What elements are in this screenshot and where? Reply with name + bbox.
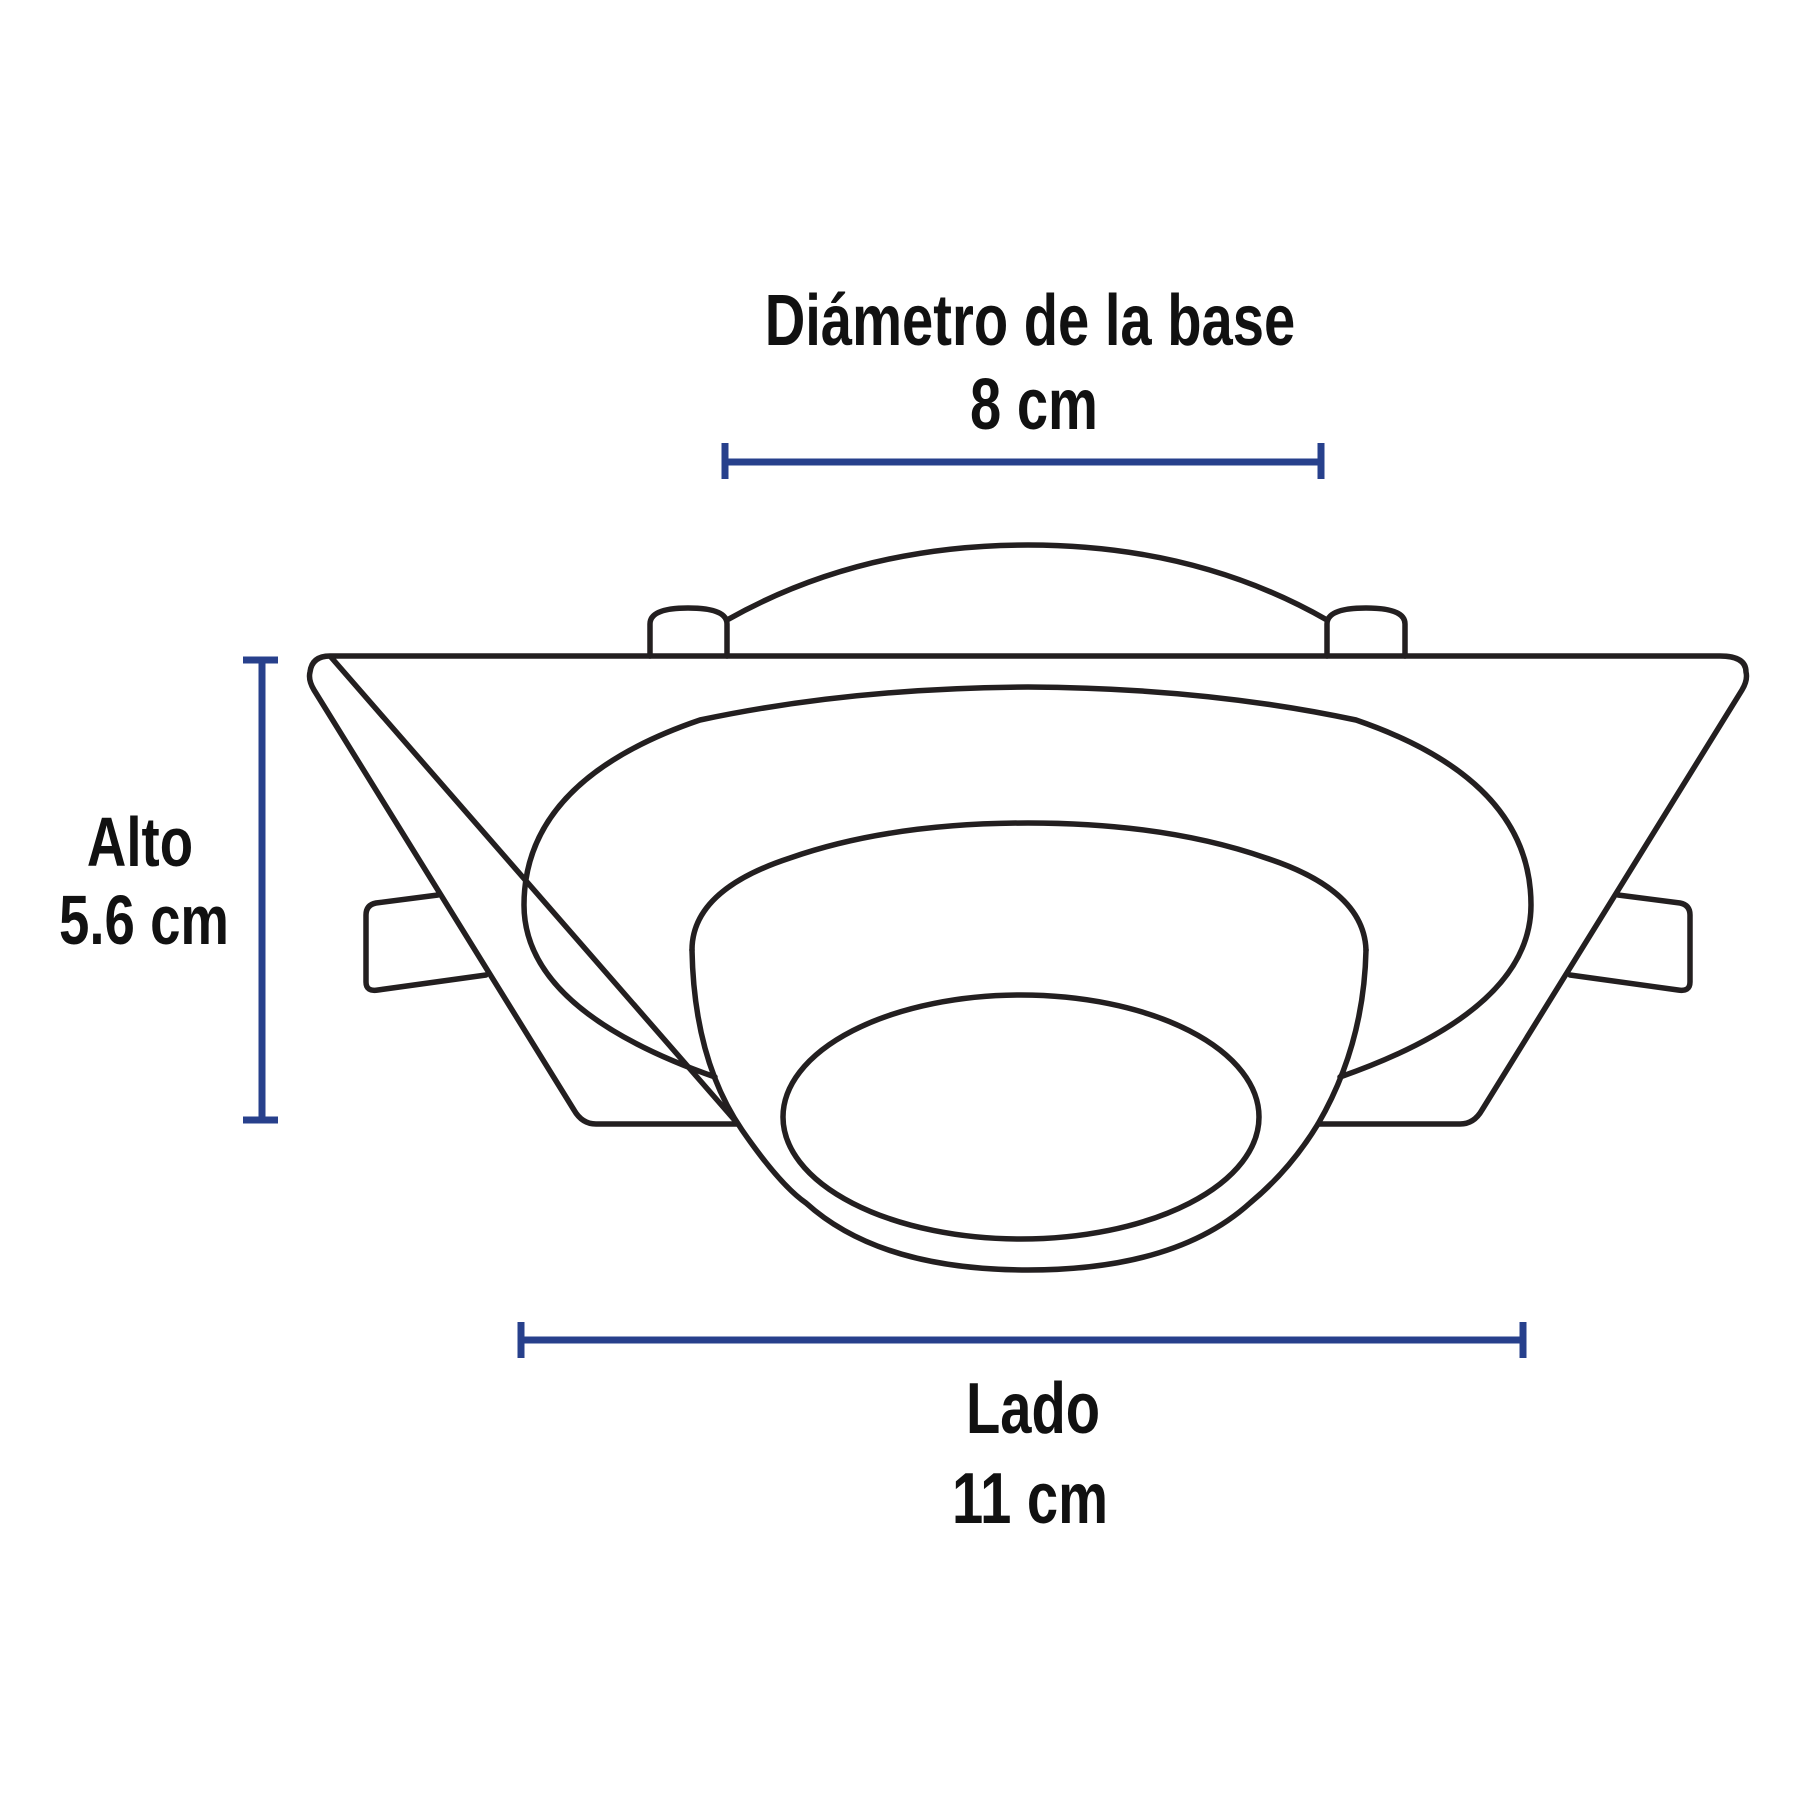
- left-side-clip: [363, 892, 489, 994]
- side-dimension-line: [517, 1322, 1527, 1358]
- dimension-height: Alto 5.6 cm: [59, 656, 278, 1124]
- fixture-drawing: [306, 542, 1750, 1273]
- height-dimension-line: [243, 656, 278, 1124]
- lamp-lens: [780, 992, 1262, 1242]
- height-value: 5.6 cm: [59, 882, 229, 960]
- base-diameter-label: Diámetro de la base: [765, 280, 1295, 360]
- rear-dome: [724, 542, 1330, 623]
- square-trim-plate: [306, 653, 1750, 1127]
- right-side-clip: [1567, 892, 1693, 994]
- outer-trim-ring: [521, 684, 1534, 1080]
- top-left-clip: [647, 605, 730, 659]
- lamp-housing-body: [689, 947, 1369, 1273]
- lamp-housing-top: [689, 820, 1369, 953]
- dimension-side: Lado 11 cm: [517, 1322, 1527, 1539]
- side-value: 11 cm: [952, 1458, 1108, 1538]
- top-right-clip: [1324, 605, 1408, 659]
- height-label: Alto: [87, 804, 193, 882]
- dimension-base-diameter: Diámetro de la base 8 cm: [721, 280, 1325, 479]
- base-diameter-value: 8 cm: [970, 364, 1098, 444]
- base-diameter-dimension-line: [721, 443, 1325, 479]
- side-label: Lado: [966, 1368, 1100, 1448]
